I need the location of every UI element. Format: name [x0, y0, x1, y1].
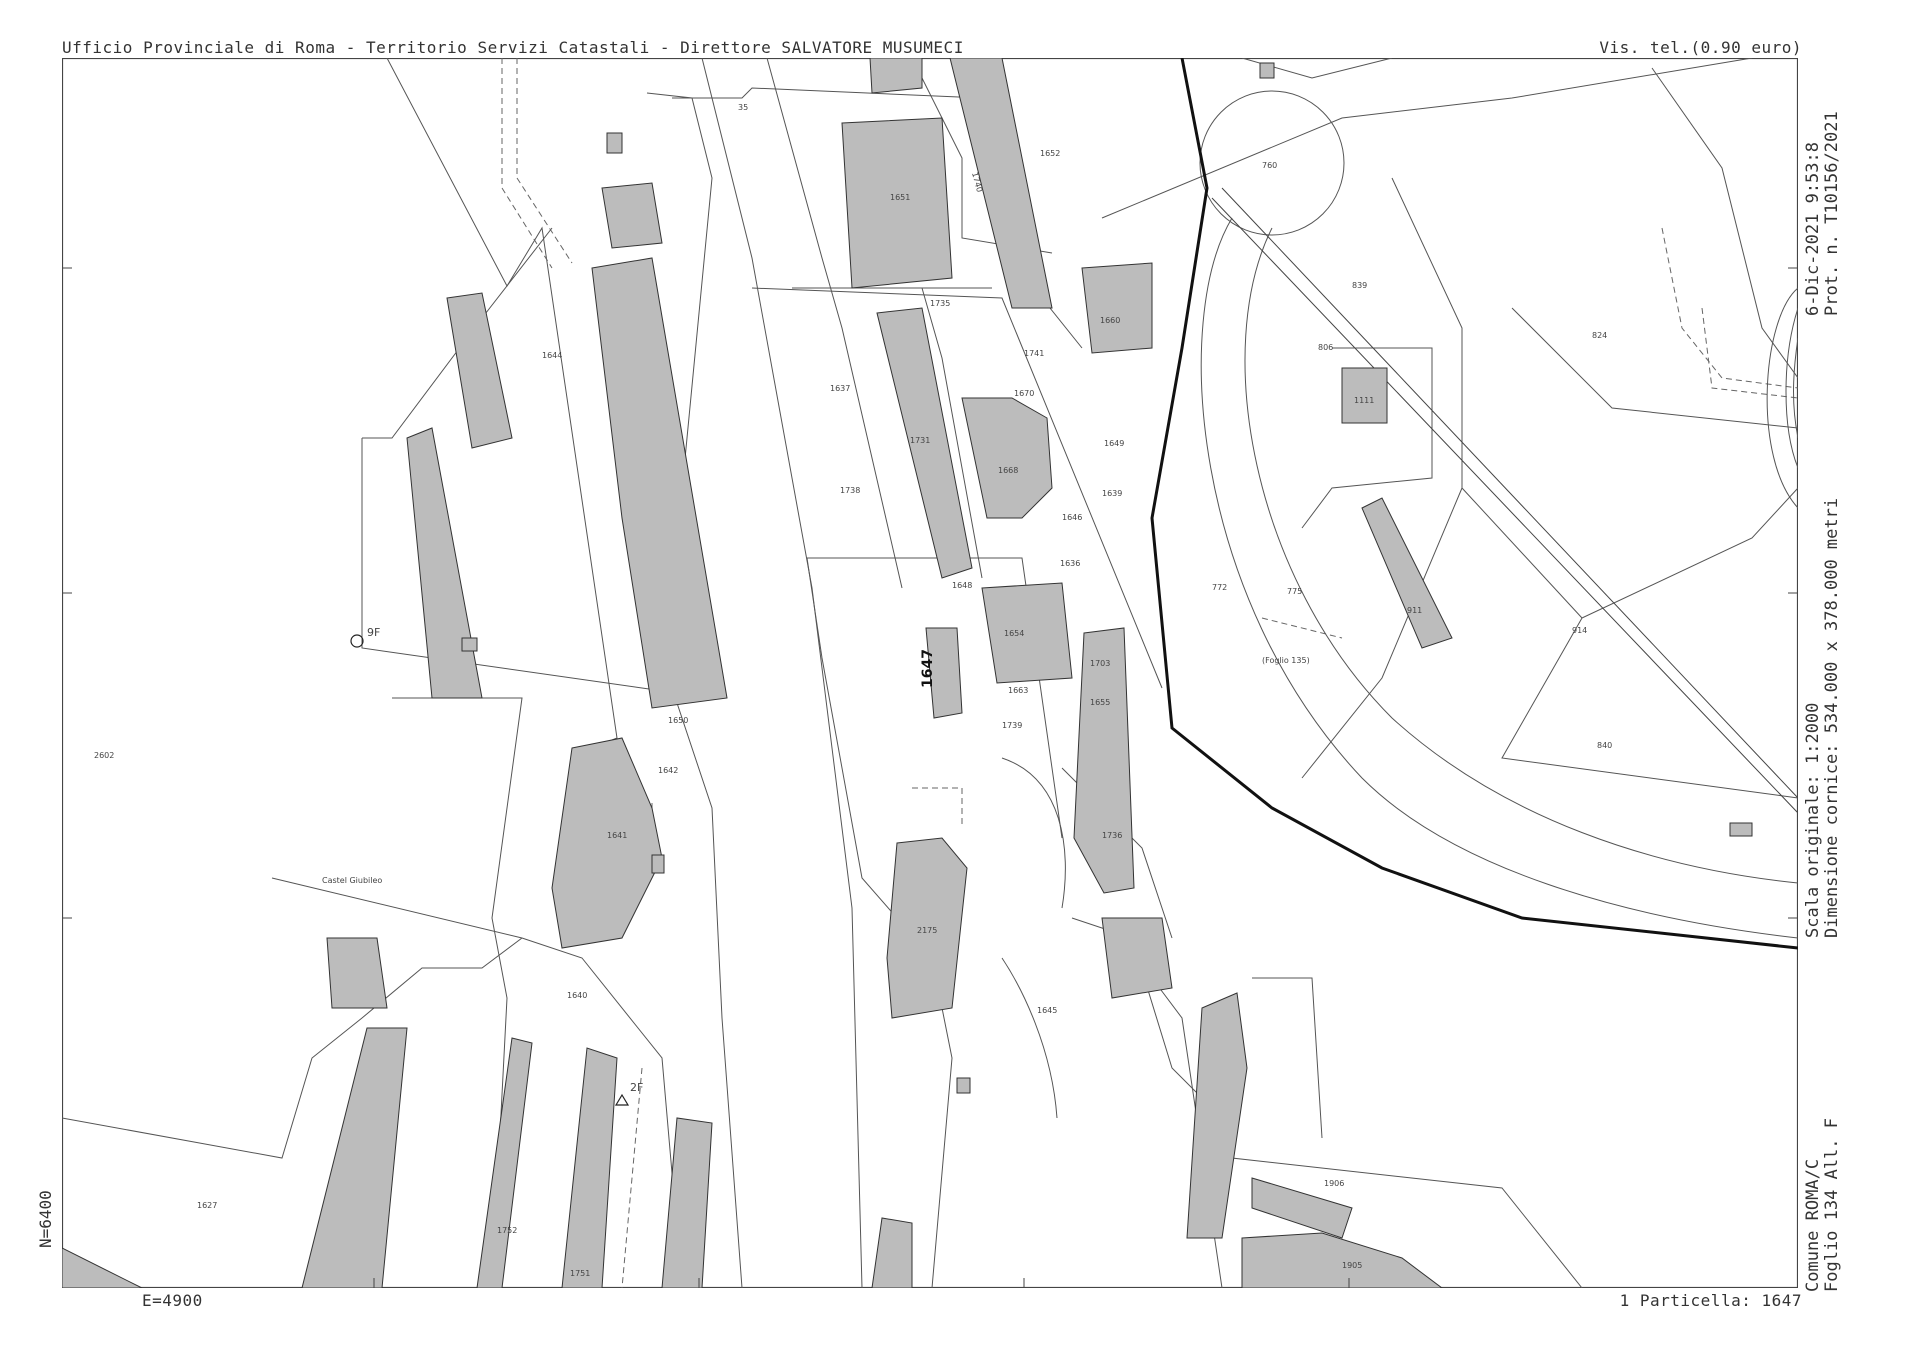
side-foglio: Foglio 134 All. F	[1822, 1118, 1842, 1292]
parcel-1641: 1641	[607, 831, 627, 840]
parcel-1645: 1645	[1037, 1006, 1057, 1015]
parcel-839: 839	[1352, 281, 1367, 290]
parcel-1741: 1741	[1024, 349, 1044, 358]
parcel-1650: 1650	[668, 716, 688, 725]
side-dimension: Dimensione cornice: 534.000 x 378.000 me…	[1822, 497, 1842, 938]
side-comune: Comune ROMA/C	[1803, 1158, 1823, 1292]
parcel-1663: 1663	[1008, 686, 1028, 695]
parcel-1731: 1731	[910, 436, 930, 445]
buildings	[62, 58, 1753, 1288]
parcel-1752: 1752	[497, 1226, 517, 1235]
parcel-806: 806	[1318, 343, 1333, 352]
parcel-914: 914	[1572, 626, 1587, 635]
parcel-1646: 1646	[1062, 513, 1082, 522]
side-scale: Scala originale: 1:2000	[1803, 702, 1823, 938]
parcel-1111: 1111	[1354, 396, 1374, 405]
parcel-1636: 1636	[1060, 559, 1080, 568]
parcel-1738: 1738	[840, 486, 860, 495]
coord-north: N=6400	[36, 1190, 55, 1248]
parcel-1739: 1739	[1002, 721, 1022, 730]
parcel-1627: 1627	[197, 1201, 217, 1210]
marker-9f-circle	[350, 634, 364, 648]
parcel-labels: 1651 1652 1740 760 839 824 1644 1660 174…	[94, 103, 1612, 1278]
foglio-reference: (Foglio 135)	[1262, 656, 1310, 665]
parcel-824: 824	[1592, 331, 1607, 340]
parcel-775: 775	[1287, 587, 1302, 596]
parcel-1670: 1670	[1014, 389, 1034, 398]
arc-features	[1001, 90, 1798, 1119]
parcel-840: 840	[1597, 741, 1612, 750]
parcel-1637: 1637	[830, 384, 850, 393]
parcel-1703: 1703	[1090, 659, 1110, 668]
parcel-1639: 1639	[1102, 489, 1122, 498]
diagonal-road	[1211, 187, 1798, 814]
castel-label: Castel Giubileo	[322, 876, 382, 885]
sheet-boundary	[1150, 58, 1798, 950]
parcel-772: 772	[1212, 583, 1227, 592]
header-visura-cost: Vis. tel.(0.90 euro)	[1599, 38, 1802, 57]
survey-markers: 9F 2F	[350, 626, 643, 1106]
dashed-boundaries	[501, 58, 1798, 1288]
header-office-title: Ufficio Provinciale di Roma - Territorio…	[62, 38, 964, 57]
parcel-1649: 1649	[1104, 439, 1124, 448]
side-prot: Prot. n. T10156/2021	[1822, 111, 1842, 316]
parcel-1906: 1906	[1324, 1179, 1344, 1188]
parcel-1735: 1735	[930, 299, 950, 308]
particella-count: 1 Particella: 1647	[1619, 1291, 1802, 1310]
frame-ticks	[62, 267, 1798, 1288]
parcel-35: 35	[738, 103, 748, 112]
parcel-2175: 2175	[917, 926, 937, 935]
parcel-boundaries	[62, 58, 1798, 1288]
parcel-1736: 1736	[1102, 831, 1122, 840]
parcel-1647: 1647	[920, 649, 936, 688]
parcel-1655: 1655	[1090, 698, 1110, 707]
side-date: 6-Dic-2021 9:53:8	[1803, 142, 1823, 316]
marker-2f-triangle	[614, 1093, 630, 1106]
marker-2f-label: 2F	[630, 1081, 643, 1094]
parcel-1651: 1651	[890, 193, 910, 202]
coord-east: E=4900	[142, 1291, 203, 1310]
parcel-1660: 1660	[1100, 316, 1120, 325]
parcel-1668: 1668	[998, 466, 1018, 475]
parcel-911: 911	[1407, 606, 1422, 615]
parcel-1751: 1751	[570, 1269, 590, 1278]
cadastral-map[interactable]: 9F 2F 1651 1652 1740 760 839 824 1644 16…	[62, 58, 1798, 1288]
marker-9f-label: 9F	[367, 626, 380, 639]
parcel-760: 760	[1262, 161, 1277, 170]
parcel-1905: 1905	[1342, 1261, 1362, 1270]
parcel-1652: 1652	[1040, 149, 1060, 158]
parcel-1654: 1654	[1004, 629, 1024, 638]
parcel-1640: 1640	[567, 991, 587, 1000]
parcel-1648: 1648	[952, 581, 972, 590]
parcel-1642: 1642	[658, 766, 678, 775]
parcel-1644: 1644	[542, 351, 562, 360]
parcel-2602: 2602	[94, 751, 114, 760]
